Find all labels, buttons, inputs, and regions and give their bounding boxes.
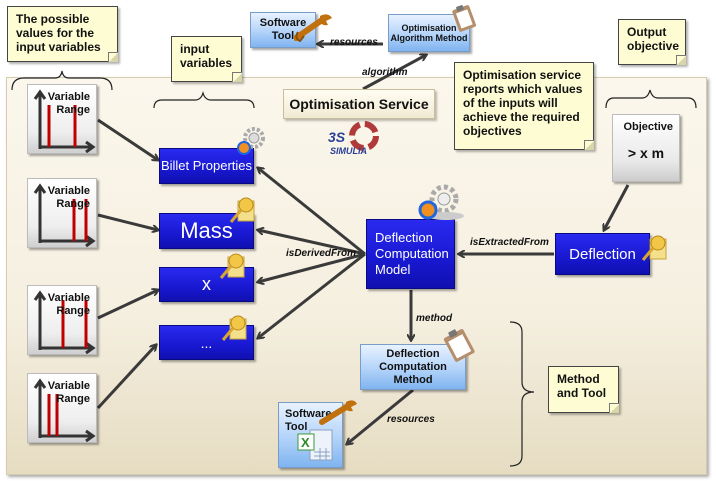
svg-text:X: X bbox=[301, 435, 310, 450]
key-icon bbox=[221, 315, 247, 341]
gear-icon bbox=[418, 184, 464, 220]
note-text: input variables bbox=[180, 42, 233, 70]
method-label: Deflection Computation Method bbox=[379, 347, 447, 386]
edge-label-method: method bbox=[416, 313, 453, 324]
output-label: Deflection bbox=[569, 245, 636, 263]
note-input-variables: input variables bbox=[171, 36, 242, 82]
objective-box[interactable]: Objective > x m bbox=[612, 114, 680, 182]
simulia-mark-icon: 3S bbox=[328, 121, 379, 151]
key-icon bbox=[219, 253, 245, 279]
deflection-computation-method[interactable]: Deflection Computation Method bbox=[360, 344, 466, 390]
simulia-text: SIMULIA bbox=[330, 146, 367, 156]
wrench-icon bbox=[294, 14, 332, 42]
optimisation-service[interactable]: Optimisation Service bbox=[283, 89, 435, 119]
arrow-range3-x bbox=[97, 290, 158, 320]
range-chart-icon bbox=[33, 89, 96, 154]
arrow-objective-deflection bbox=[604, 184, 630, 230]
input-mass[interactable]: Mass bbox=[159, 213, 254, 249]
key-icon bbox=[641, 235, 667, 261]
note-method-and-tool: Method and Tool bbox=[548, 366, 619, 413]
arrow-range1-billet bbox=[97, 118, 158, 160]
wrench-icon bbox=[319, 400, 357, 425]
arrow-model-more bbox=[258, 252, 366, 338]
note-service-reports: Optimisation service reports which value… bbox=[454, 62, 594, 150]
gear-icon bbox=[237, 127, 265, 155]
brace-method-tool bbox=[509, 321, 535, 467]
input-label: Billet Properties bbox=[160, 158, 253, 173]
input-label: x bbox=[202, 274, 211, 294]
arrow-range2-mass bbox=[97, 213, 158, 230]
spreadsheet-icon: X bbox=[297, 429, 333, 461]
clipboard-icon bbox=[452, 5, 476, 32]
deflection-computation-model[interactable]: Deflection Computation Model bbox=[366, 219, 455, 289]
input-label: ... bbox=[200, 334, 213, 351]
model-label: Deflection Computation Model bbox=[375, 230, 449, 277]
edge-label-algorithm: algorithm bbox=[362, 67, 408, 78]
range-chart-icon bbox=[33, 183, 96, 248]
note-text: Optimisation service reports which value… bbox=[463, 68, 583, 138]
arrow-method-tool bbox=[347, 388, 414, 444]
brace-ranges bbox=[11, 70, 113, 91]
simulia-logo: 3S SIMULIA bbox=[326, 120, 386, 160]
input-label: Mass bbox=[180, 218, 233, 243]
edge-label-resources-top: resources bbox=[330, 37, 378, 48]
note-possible-values: The possible values for the input variab… bbox=[7, 6, 118, 62]
service-title: Optimisation Service bbox=[289, 96, 429, 112]
objective-value: > x m bbox=[627, 145, 665, 161]
arrow-model-billet bbox=[258, 168, 366, 256]
note-text: The possible values for the input variab… bbox=[16, 12, 101, 54]
arrow-model-mass bbox=[258, 230, 366, 256]
algorithm-method-label: Optimisation Algorithm Method bbox=[390, 23, 468, 43]
arrow-range4-more bbox=[96, 345, 156, 410]
clipboard-icon bbox=[443, 329, 475, 362]
brace-objective bbox=[605, 89, 697, 109]
input-billet-properties[interactable]: Billet Properties bbox=[159, 148, 254, 184]
note-text: Method and Tool bbox=[557, 372, 607, 400]
software-tool-label: Software Tool bbox=[285, 408, 332, 433]
key-icon bbox=[229, 197, 255, 223]
software-tool-label: Software Tool bbox=[259, 17, 307, 42]
range-chart-icon bbox=[33, 290, 96, 355]
edge-label-is-derived-from: isDerivedFrom bbox=[286, 248, 357, 259]
edge-label-resources-bottom: resources bbox=[387, 414, 435, 425]
brace-inputs bbox=[153, 90, 255, 109]
range-chart-icon bbox=[33, 378, 96, 443]
arrow-service-algorithm bbox=[362, 55, 426, 91]
arrow-model-x bbox=[258, 252, 366, 282]
edge-label-is-extracted-from: isExtractedFrom bbox=[470, 237, 549, 248]
output-deflection[interactable]: Deflection bbox=[555, 233, 650, 275]
note-output-objective: Output objective bbox=[618, 19, 686, 65]
note-text: Output objective bbox=[627, 25, 680, 53]
svg-text:3S: 3S bbox=[328, 129, 346, 145]
objective-title: Objective bbox=[623, 121, 673, 133]
